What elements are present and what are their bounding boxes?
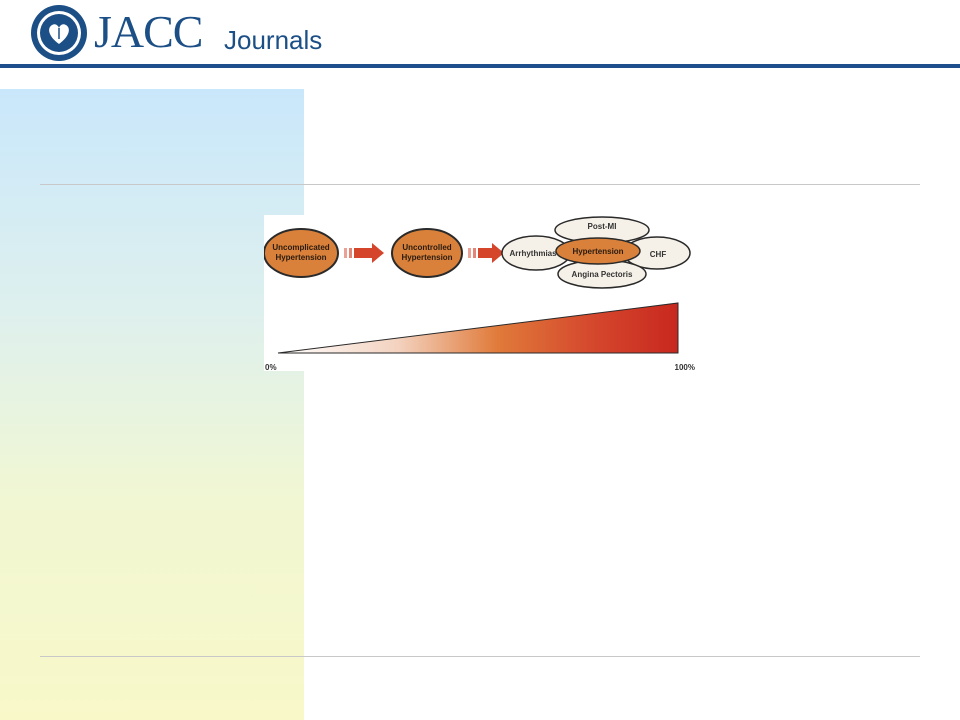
node-uncontrolled-hypertension: Uncontrolled Hypertension: [391, 228, 463, 278]
node-1-line-1: Uncomplicated: [272, 243, 329, 252]
header: JACC Journals: [0, 0, 960, 64]
side-gradient-panel: [0, 89, 304, 720]
hypertension-progression-diagram: Uncomplicated Hypertension Uncontrolled …: [264, 216, 695, 371]
node-2-line-2: Hypertension: [401, 253, 452, 262]
logo-jacc: JACC: [94, 6, 203, 57]
outcome-bottom-label: Angina Pectoris: [572, 270, 633, 279]
top-rule: [40, 184, 920, 185]
bottom-rule: [40, 656, 920, 657]
heart-seal-icon: [31, 5, 87, 61]
outcome-right-label: CHF: [650, 250, 667, 259]
outcome-left-label: Arrhythmias: [509, 249, 557, 258]
scale-min-label: 0%: [265, 363, 277, 371]
node-1-line-2: Hypertension: [275, 253, 326, 262]
logo-journals: Journals: [224, 25, 323, 55]
node-uncomplicated-hypertension: Uncomplicated Hypertension: [264, 228, 339, 278]
figure: Uncomplicated Hypertension Uncontrolled …: [264, 215, 696, 371]
risk-wedge: [277, 302, 679, 354]
node-2-line-1: Uncontrolled: [402, 243, 451, 252]
outcome-top-label: Post-MI: [588, 222, 617, 231]
outcome-cluster: Post-MI Arrhythmias CHF Angina Pectoris …: [501, 216, 691, 289]
center-hypertension-bubble: [555, 237, 641, 265]
center-label: Hypertension: [572, 247, 623, 256]
scale-max-label: 100%: [675, 363, 695, 371]
arrow-2-icon: [468, 243, 504, 263]
arrow-1-icon: [344, 243, 384, 263]
header-divider: [0, 64, 960, 68]
